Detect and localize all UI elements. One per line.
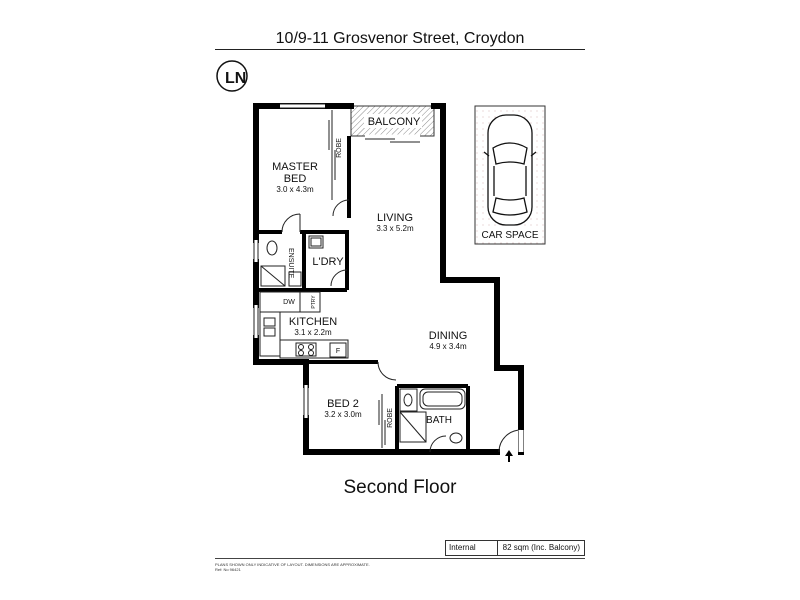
header-divider [215, 49, 585, 50]
master-bed-size: 3.0 x 4.3m [276, 185, 314, 194]
car-space-label: CAR SPACE [481, 230, 538, 241]
dining-label: DINING [429, 330, 468, 342]
master-bed-label-2: BED [284, 173, 307, 185]
fridge-label: F [336, 348, 340, 355]
area-summary: Internal 82 sqm (Inc. Balcony) [445, 540, 585, 556]
area-value: 82 sqm (Inc. Balcony) [502, 543, 580, 552]
fixtures [253, 103, 524, 453]
bed2-size: 3.2 x 3.0m [324, 410, 362, 419]
balcony-label: BALCONY [368, 116, 421, 128]
bed2-robe-label: ROBE [387, 408, 394, 428]
master-bed-label-1: MASTER [272, 161, 318, 173]
disclaimer: PLANS SHOWN ONLY INDICATIVE OF LAYOUT. D… [215, 562, 370, 572]
interior-walls [256, 136, 470, 452]
property-address: 10/9-11 Grosvenor Street, Croydon [275, 30, 525, 47]
laundry-label: L'DRY [312, 256, 344, 268]
master-robe-label: ROBE [336, 138, 343, 158]
kitchen-label: KITCHEN [289, 316, 337, 328]
bed2-label: BED 2 [327, 398, 359, 410]
bath-label: BATH [426, 415, 452, 426]
footer-divider [215, 558, 585, 559]
area-label: Internal [446, 541, 498, 555]
logo-text: LN [225, 70, 246, 87]
living-label: LIVING [377, 212, 413, 224]
dishwasher-label: DW [283, 299, 295, 306]
car-space [474, 105, 546, 245]
logo-icon: LN [216, 60, 248, 92]
pantry-label: PTRY [311, 295, 317, 309]
living-size: 3.3 x 5.2m [376, 224, 414, 233]
entry-arrow-icon [505, 450, 513, 462]
ensuite-label: ENSUITE [287, 248, 294, 279]
disclaimer-line-1: PLANS SHOWN ONLY INDICATIVE OF LAYOUT. D… [215, 562, 370, 567]
dining-size: 4.9 x 3.4m [429, 342, 467, 351]
kitchen-size: 3.1 x 2.2m [294, 328, 332, 337]
disclaimer-line-2: Ref: No 96421 [215, 567, 241, 572]
balcony-label-bg [364, 114, 422, 128]
floor-label: Second Floor [343, 477, 457, 498]
car-icon [483, 114, 537, 226]
